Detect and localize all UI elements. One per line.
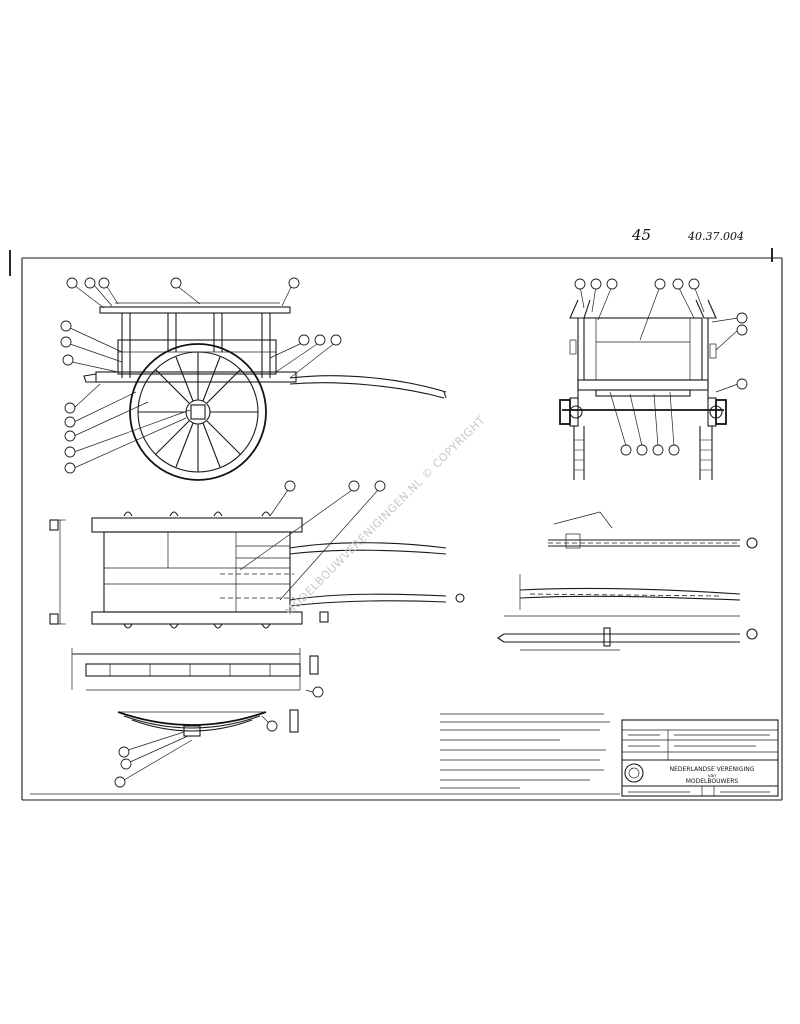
plan-view: [49, 480, 465, 629]
association-seal: [624, 763, 644, 783]
notes-block: [440, 713, 610, 789]
copyright-watermark: MODELBOUWVERENIGINGEN.NL © COPYRIGHT: [283, 413, 488, 618]
side-view: [60, 277, 447, 481]
sheet-border: [9, 248, 783, 801]
org-name-line1: NEDERLANDSE VERENIGING: [670, 766, 755, 773]
rear-section-view: [559, 278, 748, 480]
floor-and-spring-detail: [71, 648, 324, 788]
sheet-number: 45: [631, 226, 651, 244]
title-block: NEDERLANDSE VERENIGING van MODELBOUWERS: [621, 719, 779, 797]
org-name-line3: MODELBOUWERS: [686, 778, 739, 785]
drawing-code: 40.37.004: [687, 230, 744, 243]
shaft-details: [497, 511, 758, 651]
org-name-line2: van: [708, 774, 716, 779]
